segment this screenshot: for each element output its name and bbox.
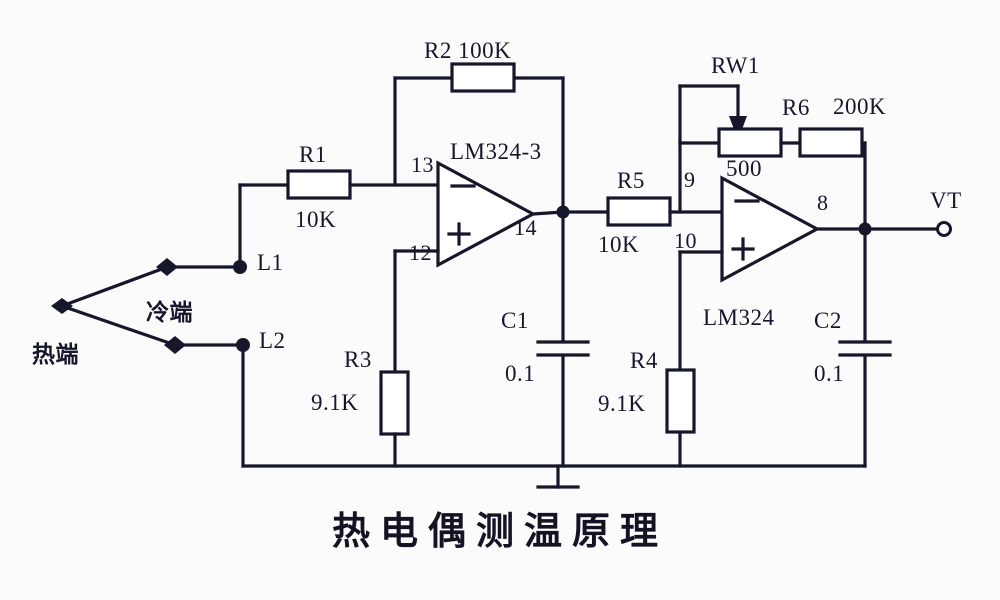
thermocouple-wires xyxy=(59,264,245,348)
opamp2-pin8-label: 8 xyxy=(817,190,829,215)
cold-junction-label: 冷端 xyxy=(146,300,193,326)
opamp2-plus-symbol xyxy=(731,237,755,261)
resistor-r5-body xyxy=(606,196,672,227)
opamp1-input-wires xyxy=(393,249,440,374)
output-terminal-label: VT xyxy=(930,188,962,213)
resistor-r4-value-label: 9.1K xyxy=(598,391,646,416)
hot-junction-marker xyxy=(51,298,73,314)
capacitor-c2-ref-label: C2 xyxy=(814,308,842,333)
potentiometer-rw1-value-label: 500 xyxy=(726,156,762,181)
resistor-r3-value-label: 9.1K xyxy=(311,390,359,415)
capacitor-c2-value-label: 0.1 xyxy=(814,361,845,386)
resistor-r1-body xyxy=(286,169,352,200)
opamp1-triangle xyxy=(436,160,537,268)
capacitor-c2 xyxy=(838,227,892,468)
resistor-r5-ref-label: R5 xyxy=(617,168,645,193)
resistor-r3-body xyxy=(379,370,410,436)
opamp1-part-label: LM324-3 xyxy=(450,139,542,164)
capacitor-c1-ref-label: C1 xyxy=(501,308,529,333)
hot-junction-label: 热端 xyxy=(32,342,79,368)
resistor-r4-body xyxy=(665,368,696,434)
resistor-r3-ref-label: R3 xyxy=(344,347,372,372)
opamp2-triangle xyxy=(720,175,821,283)
opamp2-pin9-label: 9 xyxy=(684,167,696,192)
terminal-l2-label: L2 xyxy=(259,328,286,353)
opamp2-part-label: LM324 xyxy=(703,305,775,330)
r2-feedback-wires xyxy=(393,76,565,214)
l1-wire-path xyxy=(238,183,290,269)
output-terminal-vt[interactable] xyxy=(936,221,952,237)
potentiometer-rw1-ref-label: RW1 xyxy=(711,53,760,78)
capacitor-c1-value-label: 0.1 xyxy=(505,361,536,386)
resistor-r5-value-label: 10K xyxy=(598,232,640,257)
resistor-r2-body xyxy=(450,62,516,93)
r6-to-output-wire xyxy=(860,141,867,230)
resistor-r1-value-label: 10K xyxy=(295,207,337,232)
resistor-r6-value-label: 200K xyxy=(833,94,887,119)
opamp1-pin12-label: 12 xyxy=(409,240,432,265)
ground-rail xyxy=(241,343,867,489)
opamp2-pin10-label: 10 xyxy=(674,228,697,253)
capacitor-c1 xyxy=(536,210,590,468)
opamp1-plus-symbol xyxy=(447,222,471,246)
resistor-r6-ref-label: R6 xyxy=(782,95,810,120)
opamp1-pin13-label: 13 xyxy=(411,152,434,177)
cold-junction-marker-top xyxy=(156,258,178,276)
opamp2-input-wires xyxy=(678,250,724,372)
resistor-r1-ref-label: R1 xyxy=(299,142,327,167)
opamp1-pin14-label: 14 xyxy=(514,215,537,240)
potentiometer-rw1 xyxy=(678,84,783,158)
resistor-r6-body xyxy=(798,127,864,158)
diagram-caption: 热电偶测温原理 xyxy=(331,508,668,553)
terminal-l1-label: L1 xyxy=(257,250,284,275)
resistor-r4-ref-label: R4 xyxy=(630,348,658,373)
resistor-r2-label: R2 100K xyxy=(424,38,512,63)
cold-junction-marker-bottom xyxy=(164,336,186,354)
